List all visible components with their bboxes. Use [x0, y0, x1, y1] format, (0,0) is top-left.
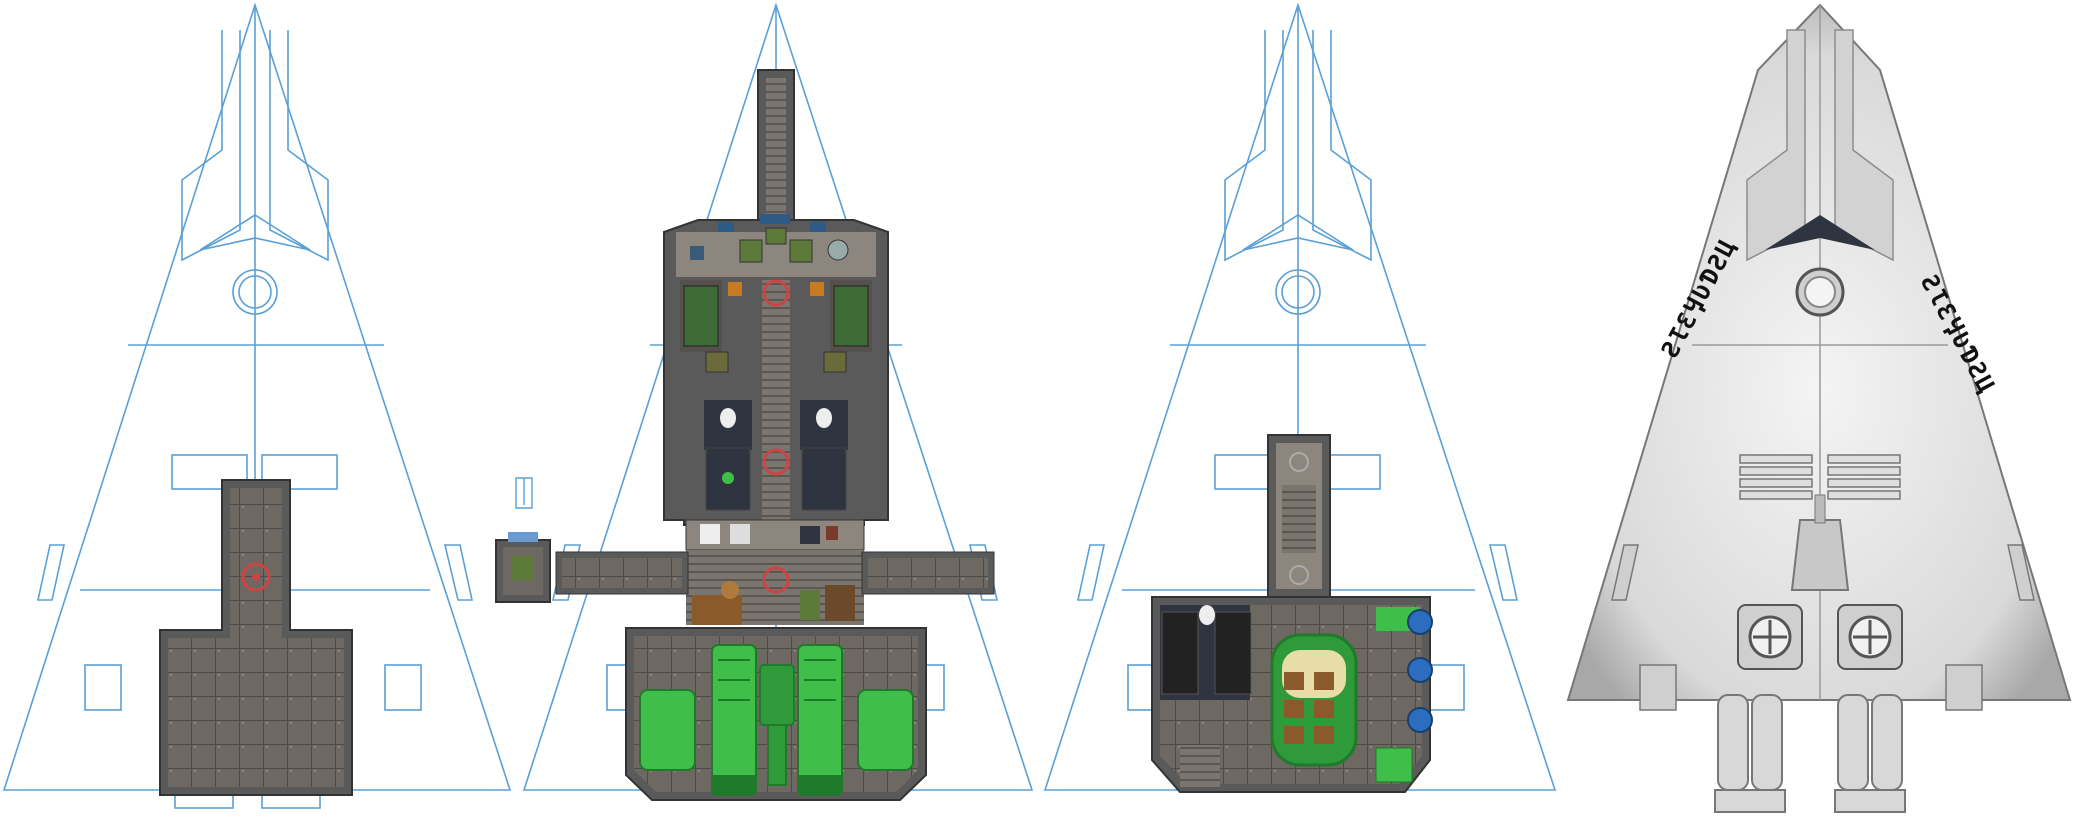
lift-pad[interactable]	[241, 562, 271, 592]
deck-structure	[555, 69, 995, 801]
crew-bunks[interactable]	[680, 280, 872, 373]
view-hull-exterior: ƧƖƐӋƲƊƧЦ ƧƖƐӋƲƊƧЦ	[1566, 3, 2072, 813]
cockpit-window	[1765, 215, 1875, 250]
main-corridor	[762, 280, 790, 520]
escape-pods[interactable]	[1160, 605, 1252, 700]
thrusters	[1714, 694, 1906, 813]
hatch[interactable]	[1180, 745, 1220, 787]
bridge-consoles[interactable]	[690, 214, 849, 263]
cargo-bay-floor	[159, 479, 353, 796]
side-vents	[1611, 544, 2035, 711]
engine-intakes	[1737, 604, 1903, 670]
hull	[1566, 3, 2072, 701]
vent-grille	[1739, 454, 1901, 500]
reactor-machinery[interactable]	[639, 644, 914, 796]
view-upper-deck	[1043, 2, 1557, 793]
blueprint-outline	[2, 2, 512, 809]
washrooms[interactable]	[704, 400, 848, 511]
pod-seats[interactable]	[1375, 607, 1433, 783]
command-table[interactable]	[1270, 633, 1358, 767]
upper-deck-structure	[1151, 434, 1433, 793]
view-main-deck	[522, 2, 1034, 801]
dorsal-turret[interactable]	[1790, 519, 1850, 591]
docked-shuttle	[495, 477, 551, 603]
view-lower-deck	[2, 2, 512, 809]
